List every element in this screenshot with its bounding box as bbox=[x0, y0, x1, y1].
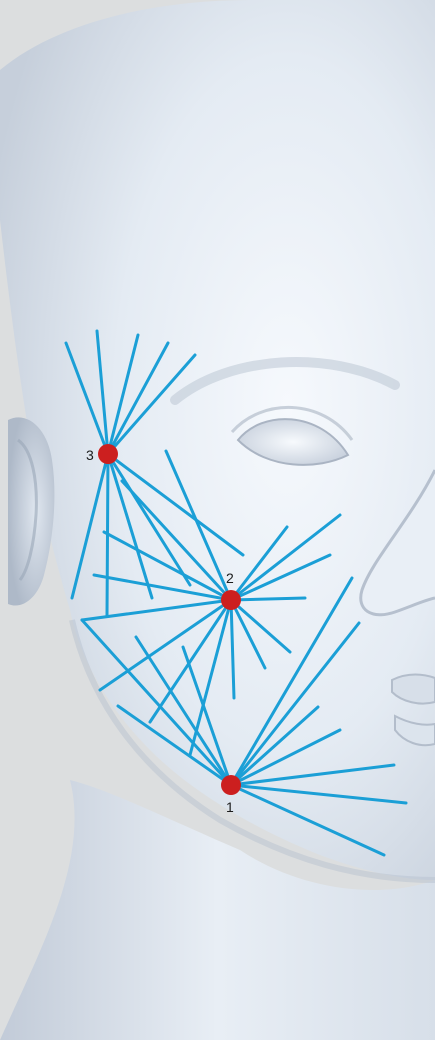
injection-point-2 bbox=[221, 590, 241, 610]
injection-point-3 bbox=[98, 444, 118, 464]
point-label-1: 1 bbox=[226, 799, 234, 815]
point-label-3: 3 bbox=[86, 447, 94, 463]
injection-point-1 bbox=[221, 775, 241, 795]
point-label-2: 2 bbox=[226, 570, 234, 586]
